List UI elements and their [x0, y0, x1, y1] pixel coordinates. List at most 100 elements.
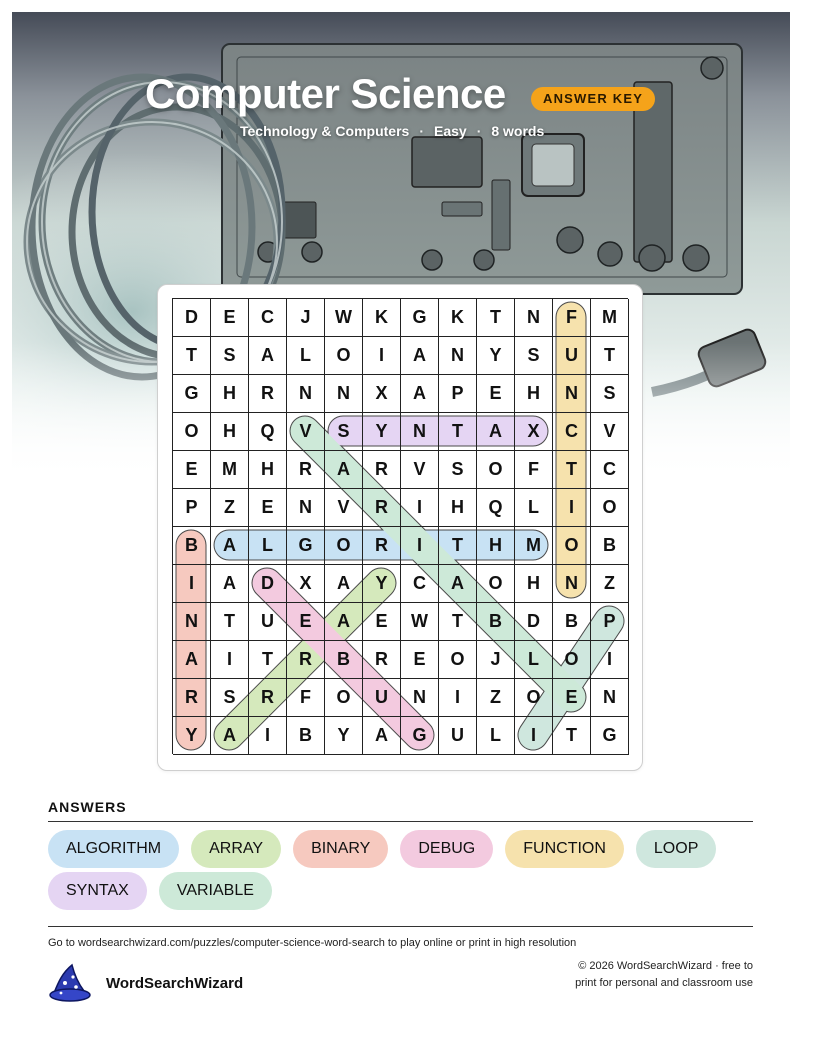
- grid-cell: J: [477, 641, 515, 679]
- grid-cell: R: [363, 451, 401, 489]
- grid-cell: I: [439, 679, 477, 717]
- grid-cell: R: [249, 375, 287, 413]
- grid-cell: A: [173, 641, 211, 679]
- meta-separator: ·: [419, 123, 424, 139]
- grid-cell: N: [401, 413, 439, 451]
- grid-cell: M: [515, 527, 553, 565]
- highlight-array: [214, 568, 396, 750]
- grid-cell: O: [553, 527, 591, 565]
- grid-cell: J: [287, 299, 325, 337]
- grid-cell: E: [363, 603, 401, 641]
- grid-cell: C: [591, 451, 629, 489]
- grid-cell: O: [591, 489, 629, 527]
- grid-cell: L: [515, 489, 553, 527]
- divider: [48, 926, 753, 927]
- highlight-debug: [252, 568, 434, 750]
- grid-cell: S: [211, 337, 249, 375]
- wizard-hat-icon: [49, 963, 91, 1002]
- grid-cell: A: [325, 565, 363, 603]
- copyright-text: © 2026 WordSearchWizard · free to print …: [575, 960, 753, 989]
- grid-cell: L: [515, 641, 553, 679]
- category-label: Technology & Computers: [240, 123, 410, 139]
- brand[interactable]: WordSearchWizard: [48, 963, 243, 1003]
- grid-cell: B: [553, 603, 591, 641]
- grid-cell: S: [211, 679, 249, 717]
- grid-cell: V: [591, 413, 629, 451]
- grid-cell: Q: [249, 413, 287, 451]
- grid-cell: G: [173, 375, 211, 413]
- grid-cell: H: [211, 413, 249, 451]
- grid-cell: W: [325, 299, 363, 337]
- grid-cell: O: [325, 337, 363, 375]
- grid-cell: H: [249, 451, 287, 489]
- grid-cell: L: [249, 527, 287, 565]
- grid-cell: R: [287, 641, 325, 679]
- grid-cell: F: [553, 299, 591, 337]
- grid-cell: P: [173, 489, 211, 527]
- footer-link[interactable]: Go to wordsearchwizard.com/puzzles/compu…: [48, 937, 577, 949]
- grid-cell: S: [325, 413, 363, 451]
- answer-chip-variable: VARIABLE: [158, 872, 272, 910]
- grid-cell: F: [287, 679, 325, 717]
- difficulty-label: Easy: [433, 123, 467, 139]
- grid-cell: K: [363, 299, 401, 337]
- grid-cell: B: [591, 527, 629, 565]
- answer-key-badge: ANSWER KEY: [531, 87, 656, 111]
- grid-cell: E: [173, 451, 211, 489]
- grid-cell: P: [439, 375, 477, 413]
- grid-cell: A: [477, 413, 515, 451]
- grid-cell: Z: [477, 679, 515, 717]
- answer-chip-binary: BINARY: [293, 830, 389, 868]
- grid-cell: B: [287, 717, 325, 755]
- grid-cell: S: [515, 337, 553, 375]
- grid-cell: A: [325, 451, 363, 489]
- grid-cell: T: [477, 299, 515, 337]
- grid-cell: E: [249, 489, 287, 527]
- grid-cell: N: [173, 603, 211, 641]
- grid-cell: H: [477, 527, 515, 565]
- grid-cell: N: [515, 299, 553, 337]
- grid-cell: O: [325, 527, 363, 565]
- grid-cell: N: [553, 565, 591, 603]
- grid-cell: O: [553, 641, 591, 679]
- answers-heading: ANSWERS: [48, 799, 127, 815]
- grid-cell: T: [553, 451, 591, 489]
- divider: [48, 821, 753, 822]
- puzzle-meta: Technology & Computers · Easy · 8 words: [240, 123, 544, 139]
- grid-cell: H: [439, 489, 477, 527]
- grid-cell: B: [325, 641, 363, 679]
- grid-cell: N: [287, 375, 325, 413]
- grid-cell: O: [515, 679, 553, 717]
- grid-cell: Q: [477, 489, 515, 527]
- grid-cell: D: [173, 299, 211, 337]
- grid-cell: S: [439, 451, 477, 489]
- grid-cell: N: [591, 679, 629, 717]
- grid-cell: D: [249, 565, 287, 603]
- answer-chip-function: FUNCTION: [505, 830, 624, 868]
- grid-cell: R: [363, 489, 401, 527]
- grid-cell: X: [287, 565, 325, 603]
- grid-cell: R: [363, 641, 401, 679]
- grid-cell: T: [439, 413, 477, 451]
- answer-chip-debug: DEBUG: [400, 830, 494, 868]
- meta-separator: ·: [476, 123, 482, 139]
- grid-cell: A: [211, 565, 249, 603]
- grid-cell: E: [211, 299, 249, 337]
- grid-cell: K: [439, 299, 477, 337]
- grid-cell: N: [553, 375, 591, 413]
- grid-cell: O: [439, 641, 477, 679]
- grid-cell: O: [477, 451, 515, 489]
- grid-cell: A: [401, 337, 439, 375]
- grid-cell: B: [173, 527, 211, 565]
- grid-cell: S: [591, 375, 629, 413]
- grid-cell: G: [287, 527, 325, 565]
- grid-cell: N: [287, 489, 325, 527]
- grid-cell: E: [477, 375, 515, 413]
- grid-cell: T: [553, 717, 591, 755]
- answer-chip-syntax: SYNTAX: [48, 872, 147, 910]
- grid-cell: R: [249, 679, 287, 717]
- grid-cell: U: [363, 679, 401, 717]
- grid-cell: Y: [363, 565, 401, 603]
- grid-cell: V: [401, 451, 439, 489]
- grid-cell: A: [401, 375, 439, 413]
